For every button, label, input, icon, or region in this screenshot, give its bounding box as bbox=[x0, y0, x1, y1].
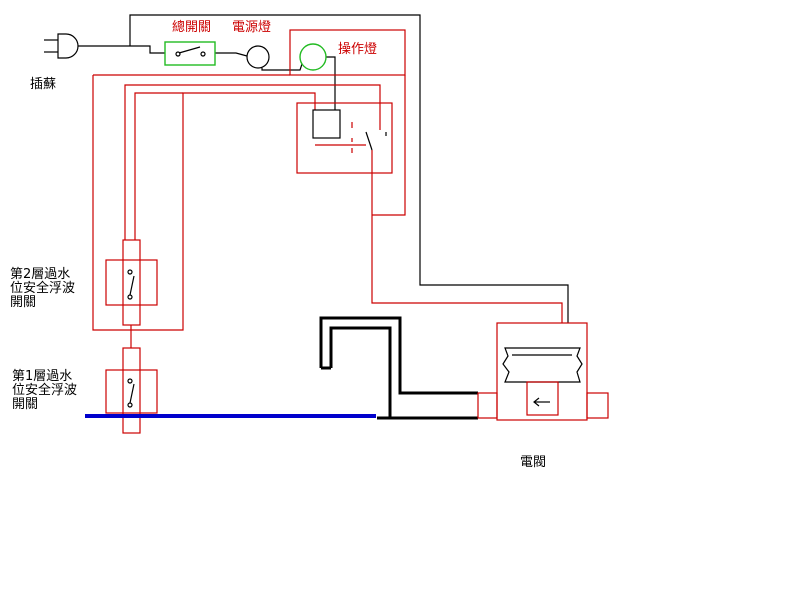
water-pipe bbox=[319, 316, 478, 420]
black-wire-main-line bbox=[129, 14, 569, 323]
float-switch-1-label-line1: 第1層過水 bbox=[12, 369, 72, 384]
power-light-icon bbox=[246, 45, 270, 69]
plug-label: 插蘇 bbox=[30, 77, 56, 92]
float-switch-1-label-line2: 位安全浮波 bbox=[12, 382, 77, 398]
black-wire-to-power-light bbox=[215, 52, 248, 57]
red-wire-left-loop bbox=[92, 75, 316, 331]
black-wire-to-relay-coil bbox=[326, 56, 336, 110]
plug-icon bbox=[44, 33, 130, 59]
black-wire-power-to-operation-light bbox=[261, 63, 303, 71]
float-switch-1-icon bbox=[105, 347, 158, 434]
black-wire-to-main-switch bbox=[130, 45, 165, 54]
red-wire-to-valve bbox=[371, 150, 563, 323]
power-light-label: 電源燈 bbox=[232, 20, 271, 35]
solenoid-valve-label: 電閥 bbox=[520, 455, 546, 470]
float-switch-2-label-line2: 位安全浮波 bbox=[10, 280, 75, 296]
red-wire-operation-down bbox=[372, 75, 406, 216]
float-switch-2-icon bbox=[105, 239, 158, 326]
float-switch-2-label-line3: 開關 bbox=[10, 295, 36, 310]
red-wire-float2-return bbox=[134, 92, 183, 240]
operation-light-icon bbox=[299, 43, 327, 71]
float-switch-1-label-line3: 開關 bbox=[12, 397, 38, 412]
operation-light-box bbox=[289, 29, 406, 76]
solenoid-valve-icon bbox=[477, 322, 609, 421]
operation-light-label: 操作燈 bbox=[338, 41, 377, 57]
float-switch-2-label-line1: 第2層過水 bbox=[10, 267, 70, 282]
red-wire-float2-feed bbox=[124, 84, 381, 240]
relay-icon bbox=[296, 102, 393, 174]
main-switch-icon bbox=[164, 41, 216, 66]
main-switch-label: 總開關 bbox=[172, 19, 211, 35]
